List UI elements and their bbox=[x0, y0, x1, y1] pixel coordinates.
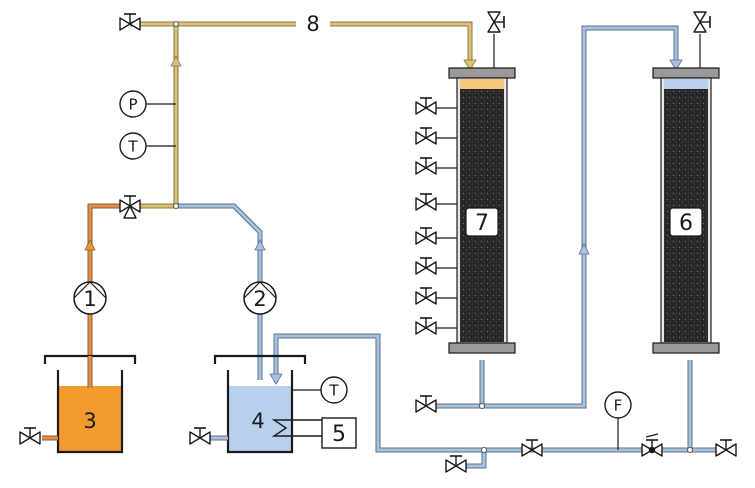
pump-2-label: 2 bbox=[253, 287, 266, 311]
flow-meter: F bbox=[604, 391, 632, 419]
junction-dots bbox=[173, 21, 693, 453]
line-8-label-group: 8 bbox=[296, 12, 330, 36]
valve-tank-3 bbox=[19, 427, 41, 445]
pump-1: 1 bbox=[73, 281, 107, 315]
column-6: 6 bbox=[652, 67, 720, 354]
valve-side-5 bbox=[415, 227, 437, 245]
valve-side-1 bbox=[415, 97, 437, 115]
tank-3-label: 3 bbox=[83, 409, 96, 433]
valve-top-left bbox=[119, 13, 141, 31]
valve-vent-6 bbox=[693, 11, 711, 33]
valve-three-way bbox=[119, 195, 141, 219]
temperature-sensor-line: T bbox=[119, 132, 147, 160]
tank-4: 4 bbox=[210, 354, 322, 454]
pipe-orange bbox=[87, 203, 120, 388]
tank-3: 3 bbox=[42, 354, 137, 454]
flow-arrows bbox=[84, 55, 683, 385]
column-7: 7 bbox=[436, 67, 516, 354]
column-6-label: 6 bbox=[679, 211, 693, 236]
valve-outlet-right bbox=[715, 439, 737, 457]
valve-column-7-outlet bbox=[415, 395, 437, 413]
pipe-blue bbox=[176, 25, 718, 469]
valve-drain bbox=[445, 455, 467, 473]
pump-2: 2 bbox=[243, 281, 277, 315]
valve-vent-7 bbox=[487, 11, 505, 33]
valve-side-3 bbox=[415, 157, 437, 175]
valve-side-4 bbox=[415, 193, 437, 211]
temperature-line-label: T bbox=[127, 138, 138, 156]
valve-side-7 bbox=[415, 287, 437, 305]
temperature-tank-label: T bbox=[328, 382, 339, 400]
valve-bottom-line bbox=[521, 439, 543, 457]
vent-stubs bbox=[493, 34, 701, 68]
flow-label: F bbox=[614, 397, 623, 415]
box-5: 5 bbox=[321, 417, 357, 449]
pipe-gold bbox=[130, 21, 473, 209]
valve-tank-4 bbox=[189, 427, 211, 445]
valve-side-6 bbox=[415, 257, 437, 275]
valve-side-2 bbox=[415, 127, 437, 145]
box-5-label: 5 bbox=[332, 422, 346, 447]
line-8-label: 8 bbox=[306, 12, 319, 36]
pressure-label: P bbox=[128, 96, 137, 114]
column-7-label: 7 bbox=[475, 211, 489, 236]
pressure-sensor: P bbox=[119, 90, 147, 118]
instrument-stubs bbox=[146, 103, 619, 450]
tank-4-label: 4 bbox=[251, 409, 264, 433]
temperature-sensor-tank: T bbox=[320, 376, 348, 404]
valve-control bbox=[641, 433, 663, 457]
valve-side-8 bbox=[415, 317, 437, 335]
pump-1-label: 1 bbox=[83, 287, 96, 311]
